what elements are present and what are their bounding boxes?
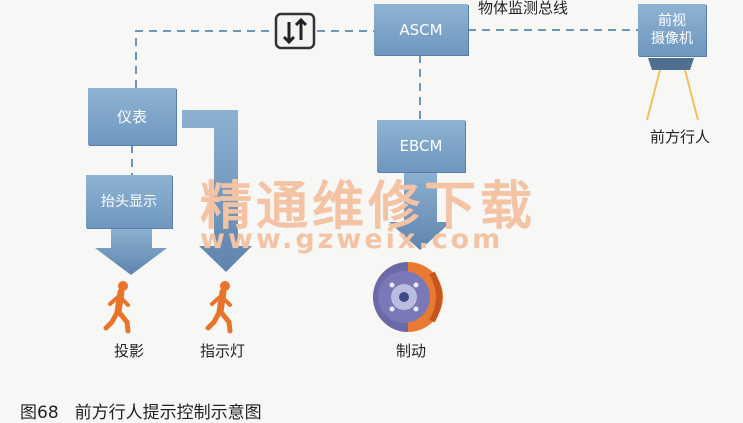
gateway-icon (274, 12, 316, 50)
indicator-label: 指示灯 (200, 342, 246, 360)
ebcm-arrow (389, 172, 451, 250)
bus-label: 物体监测总线 (478, 0, 569, 17)
projection-label: 投影 (114, 342, 145, 360)
cluster-box: 仪表 (88, 88, 176, 145)
watermark-url: www.gzweix.com (200, 224, 504, 255)
hud-arrow (95, 228, 167, 275)
camera-view-rays (646, 69, 699, 121)
pedestrian-icon (103, 281, 131, 334)
figure-caption: 图68 前方行人提示控制示意图 (20, 398, 262, 423)
hud-box: 抬头显示 (86, 175, 172, 228)
bus-line-left (135, 30, 374, 88)
caption-number: 图68 (20, 403, 59, 423)
pedestrian-icon (205, 281, 233, 334)
caption-title: 前方行人提示控制示意图 (74, 403, 262, 423)
brake-disc-icon (373, 262, 443, 332)
pedestrian-front-label: 前方行人 (650, 128, 711, 146)
watermark-title: 精通维修下载 (200, 177, 537, 237)
camera-mount (648, 58, 694, 70)
ascm-box: ASCM (374, 4, 468, 55)
brake-label: 制动 (396, 342, 427, 360)
front-camera-box: 前视 摄像机 (638, 4, 706, 56)
indicator-arrow (182, 110, 252, 272)
ebcm-box: EBCM (377, 120, 465, 172)
